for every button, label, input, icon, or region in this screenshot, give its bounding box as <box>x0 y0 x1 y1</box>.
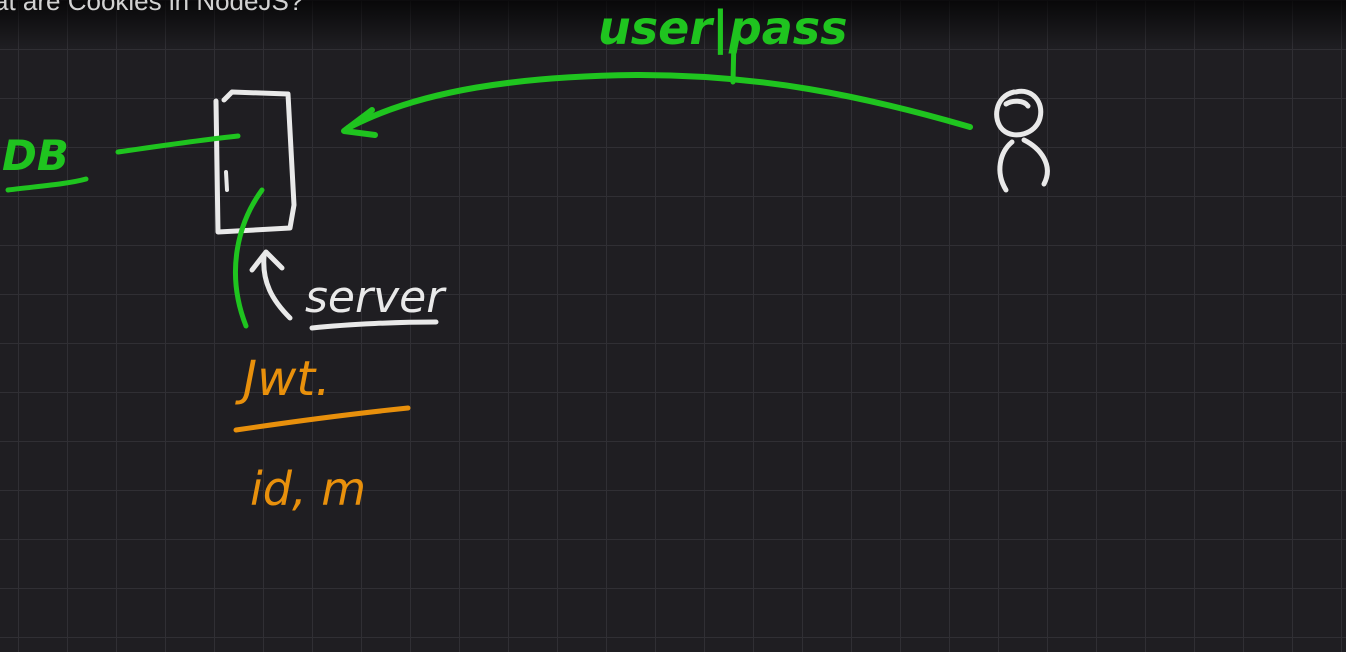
server-mark <box>224 170 229 192</box>
user-icon <box>994 88 1050 193</box>
jwt-underline <box>233 405 411 433</box>
db-label: DB <box>2 131 69 180</box>
request-arrow <box>345 71 973 131</box>
server-underline <box>309 319 439 331</box>
arrow-up-icon <box>249 249 285 273</box>
server-pointer <box>261 253 293 321</box>
server-box <box>213 89 297 235</box>
payload-label: id, m <box>250 462 366 516</box>
jwt-label: Jwt. <box>235 351 331 407</box>
video-title: at are Cookies in NodeJS? <box>0 0 304 16</box>
server-label: server <box>305 272 447 323</box>
arrow-left-icon <box>341 107 378 138</box>
title-overlay <box>0 0 1346 48</box>
db-connector <box>115 133 241 155</box>
label-tick <box>730 35 737 85</box>
db-underline <box>5 176 89 193</box>
jwt-connector <box>233 187 265 329</box>
user-pass-label: user|pass <box>598 1 848 56</box>
